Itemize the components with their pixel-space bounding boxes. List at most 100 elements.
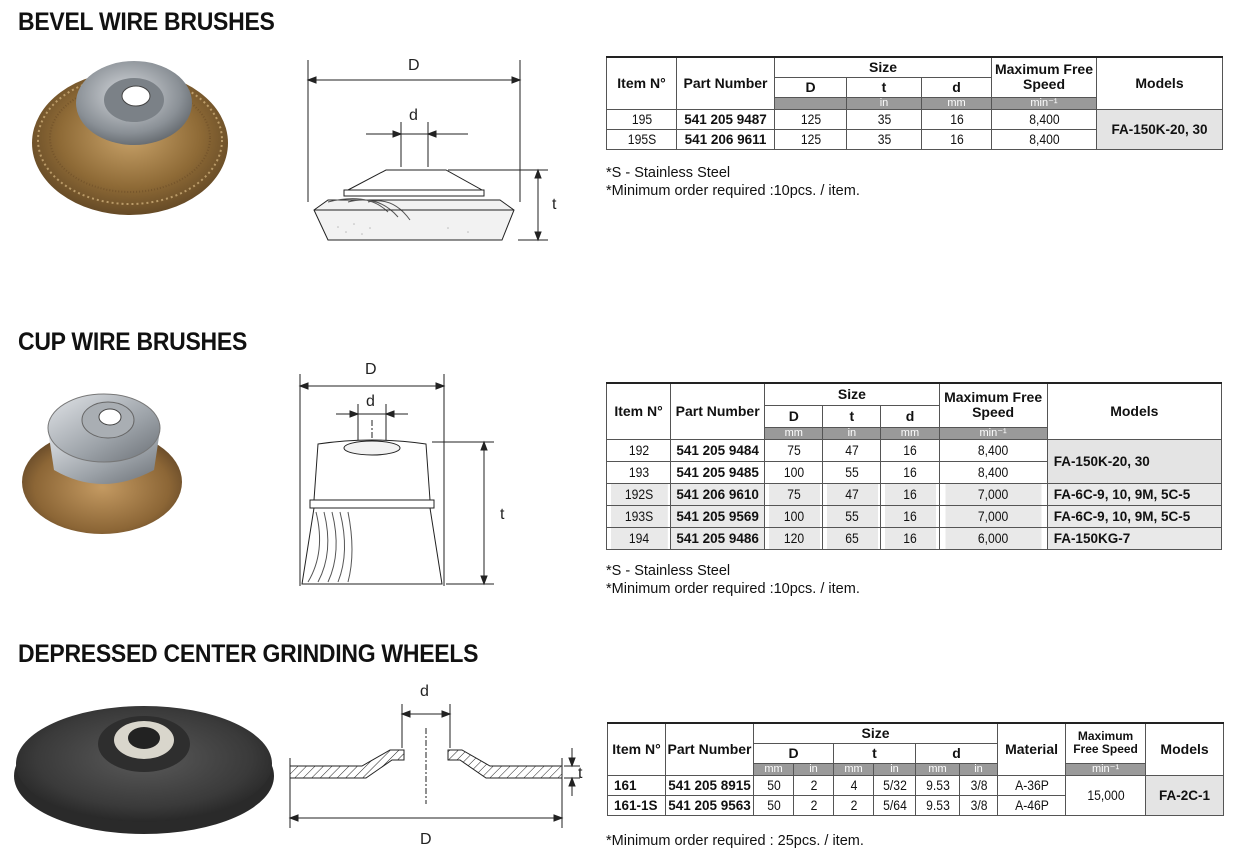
cell-models: FA-150K-20, 30 — [1096, 108, 1223, 150]
cell-D: 125 — [777, 108, 844, 130]
unit-in: in — [958, 762, 999, 776]
cell-D-mm: 50 — [755, 794, 792, 816]
cell-item: 193 — [609, 460, 668, 484]
unit-D — [774, 96, 847, 110]
col-part-number: Part Number — [665, 722, 754, 776]
cell-d: 16 — [924, 128, 989, 150]
unit-speed: min⁻¹ — [938, 426, 1048, 440]
cell-item: 193S — [609, 504, 668, 528]
bevel-diagram-label-t: t — [552, 196, 557, 213]
unit-mm: mm — [915, 762, 960, 776]
cell-t-in: 5/32 — [875, 774, 914, 796]
cell-d: 16 — [883, 460, 937, 484]
cell-part: 541 205 9487 — [676, 108, 775, 130]
cell-item: 195S — [609, 128, 674, 150]
bevel-diagram-label-d: d — [409, 107, 418, 124]
note-line: *Minimum order required :10pcs. / item. — [606, 183, 860, 199]
col-item-no: Item N° — [606, 56, 677, 110]
cell-part: 541 205 9486 — [670, 526, 766, 550]
cell-D-mm: 50 — [755, 774, 792, 796]
cell-speed: 6,000 — [943, 526, 1043, 550]
table-row: 194 541 205 9486 120 65 16 6,000 FA-150K… — [607, 526, 1223, 550]
col-t: t — [833, 742, 916, 764]
unit-mm: mm — [833, 762, 874, 776]
cell-models: FA-2C-1 — [1145, 774, 1225, 816]
cell-D: 75 — [767, 438, 821, 462]
cell-part: 541 205 9485 — [670, 460, 766, 484]
col-part-number: Part Number — [670, 382, 766, 440]
cell-t-mm: 2 — [835, 794, 872, 816]
unit-d: mm — [880, 426, 940, 440]
col-d: d — [914, 742, 999, 764]
cell-speed: 15,000 — [1069, 774, 1142, 816]
grinding-wheel-photo — [14, 706, 274, 834]
cell-part: 541 205 9563 — [665, 794, 754, 816]
table-row: 161 541 205 8915 50 2 4 5/32 9.53 3/8 A-… — [607, 774, 1225, 816]
cup-section-title: CUP WIRE BRUSHES — [18, 328, 248, 356]
bevel-dimension-diagram: D d t — [306, 57, 557, 242]
col-part-number: Part Number — [676, 56, 775, 110]
bevel-notes: *S - Stainless Steel *Minimum order requ… — [606, 164, 860, 200]
cell-D: 100 — [767, 504, 821, 528]
cell-d-in: 3/8 — [960, 774, 997, 796]
table-row: 161-1S 541 205 9563 50 2 2 5/64 9.53 3/8… — [607, 794, 1224, 816]
col-size: Size — [774, 56, 992, 78]
cup-diagram-label-D: D — [365, 362, 377, 378]
cell-t: 47 — [825, 438, 879, 462]
note-line: *S - Stainless Steel — [606, 563, 731, 579]
cell-D: 125 — [777, 128, 844, 150]
cell-models: FA-150K-20, 30 — [1046, 438, 1223, 484]
table-row: 192S 541 206 9610 75 47 16 7,000 FA-6C-9… — [607, 482, 1223, 506]
cell-t: 65 — [825, 526, 879, 550]
col-size: Size — [752, 722, 999, 744]
cell-part: 541 206 9611 — [676, 128, 775, 150]
cell-t: 35 — [849, 128, 919, 150]
cup-notes: *S - Stainless Steel *Minimum order requ… — [606, 562, 860, 598]
bevel-brush-photo — [32, 61, 228, 215]
grind-section-title: DEPRESSED CENTER GRINDING WHEELS — [18, 640, 479, 668]
unit-speed: min⁻¹ — [1065, 762, 1147, 776]
note-line: *S - Stainless Steel — [606, 165, 731, 181]
cell-D: 120 — [767, 526, 821, 550]
col-D: D — [764, 404, 824, 428]
col-item-no: Item N° — [605, 382, 672, 440]
unit-speed: min⁻¹ — [991, 96, 1097, 110]
unit-D: mm — [764, 426, 824, 440]
cell-models: FA-6C-9, 10, 9M, 5C-5 — [1046, 482, 1223, 506]
unit-d: mm — [921, 96, 992, 110]
cell-part: 541 205 9484 — [670, 438, 766, 462]
table-row: 192 541 205 9484 75 47 16 8,400 FA-150K-… — [607, 438, 1223, 484]
cell-item: 192 — [609, 438, 668, 462]
col-max-speed: Maximum Free Speed — [991, 56, 1097, 98]
cell-speed: 8,400 — [943, 460, 1043, 484]
table-row: 195 541 205 9487 125 35 16 8,400 FA-150K… — [607, 108, 1223, 150]
cell-d-in: 3/8 — [960, 794, 997, 816]
grind-diagram-label-t: t — [578, 765, 583, 782]
cell-D: 100 — [767, 460, 821, 484]
note-line: *Minimum order required :10pcs. / item. — [606, 581, 860, 597]
cup-brush-photo — [22, 393, 182, 534]
col-models: Models — [1096, 56, 1223, 110]
cup-dimension-diagram: D d t — [298, 362, 505, 586]
unit-in: in — [793, 762, 834, 776]
cup-diagram-label-d: d — [366, 393, 375, 410]
cell-d: 16 — [883, 482, 937, 506]
grind-diagram-label-D: D — [420, 831, 432, 848]
col-material: Material — [997, 722, 1067, 776]
bevel-spec-table: Item N° Part Number Size Maximum Free Sp… — [606, 56, 1223, 150]
note-line: *Minimum order required : 25pcs. / item. — [606, 833, 864, 849]
col-max-speed: Maximum Free Speed — [1065, 722, 1147, 764]
unit-t: in — [822, 426, 882, 440]
col-t: t — [846, 76, 922, 98]
grinding-wheel-dimension-diagram: d D t — [288, 683, 583, 848]
grind-spec-table: Item N° Part Number Size Material Maximu… — [607, 722, 1225, 816]
cup-spec-table: Item N° Part Number Size Maximum Free Sp… — [605, 382, 1223, 550]
cell-models: FA-6C-9, 10, 9M, 5C-5 — [1046, 504, 1223, 528]
unit-mm: mm — [753, 762, 794, 776]
cell-speed: 7,000 — [943, 504, 1043, 528]
cell-models: FA-150KG-7 — [1046, 526, 1223, 550]
grind-diagram-label-d: d — [420, 683, 429, 700]
cell-item: 195 — [609, 108, 674, 130]
cell-t: 35 — [849, 108, 919, 130]
table-row: 193S 541 205 9569 100 55 16 7,000 FA-6C-… — [607, 504, 1223, 528]
